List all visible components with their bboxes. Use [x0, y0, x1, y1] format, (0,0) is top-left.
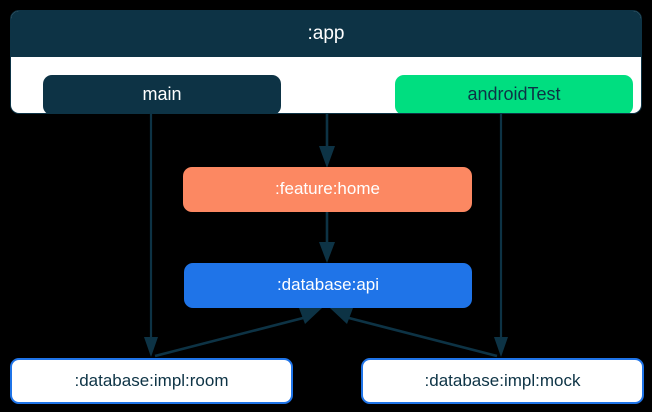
node-main[interactable]: main	[43, 75, 281, 113]
node-database-impl-mock[interactable]: :database:impl:mock	[361, 358, 644, 404]
node-feature-home[interactable]: :feature:home	[183, 167, 472, 212]
app-subgraph-title: :app	[11, 11, 641, 57]
node-database-api[interactable]: :database:api	[184, 263, 472, 308]
edge-app-to-feature-home	[319, 113, 335, 168]
edge-main-to-impl-room	[144, 113, 158, 357]
node-database-impl-room[interactable]: :database:impl:room	[10, 358, 293, 404]
edge-feature-home-to-database-api	[319, 212, 335, 263]
edge-android-test-to-impl-mock	[494, 113, 508, 357]
edge-impl-mock-to-database-api	[330, 308, 498, 358]
node-android-test[interactable]: androidTest	[395, 75, 633, 113]
app-subgraph-container: :app main androidTest	[11, 11, 641, 113]
edge-impl-room-to-database-api	[154, 308, 322, 358]
